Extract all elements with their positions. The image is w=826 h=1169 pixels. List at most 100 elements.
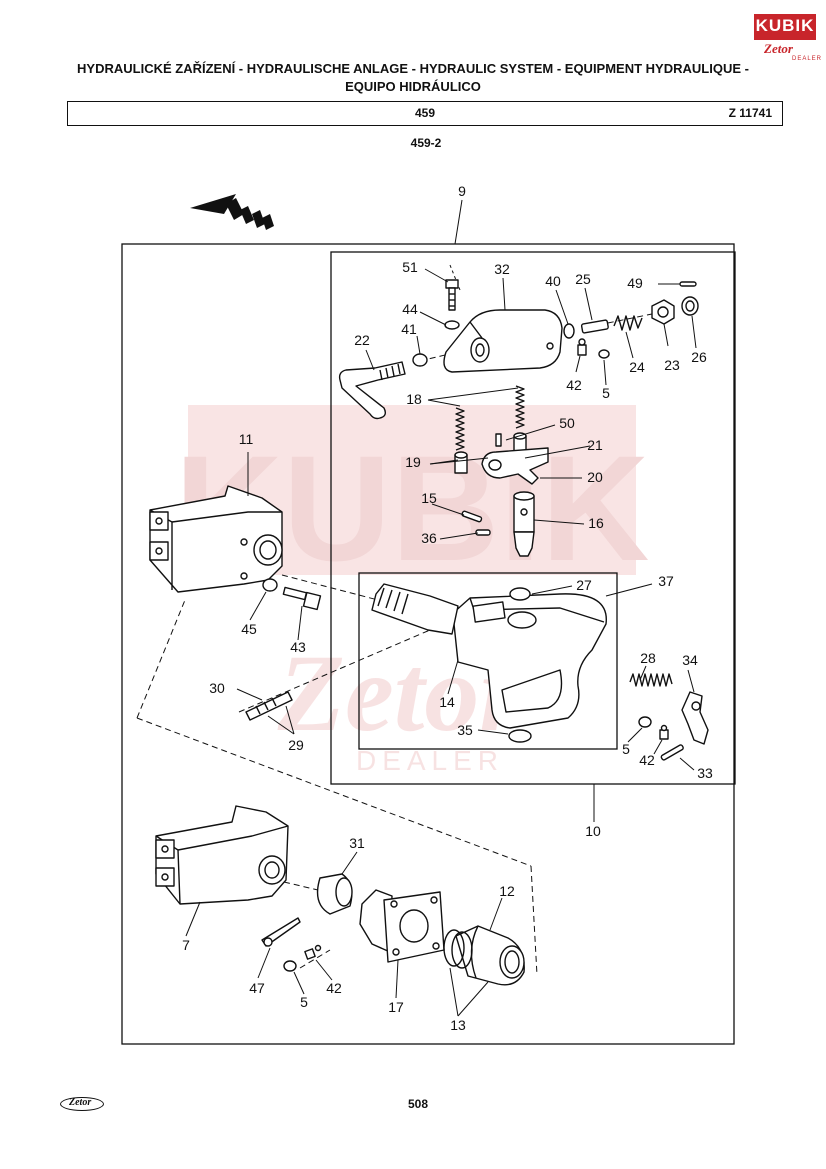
part-plug-35 <box>508 729 532 743</box>
part-pin-50 <box>495 433 502 447</box>
part-flange-17 <box>359 889 445 963</box>
kubik-zetor-logo: KUBIK Zetor DEALER <box>754 14 821 68</box>
part-label: 9 <box>458 183 466 199</box>
direction-arrow-icon <box>190 194 274 230</box>
part-washer-44 <box>444 320 460 330</box>
part-label: 10 <box>585 823 601 839</box>
part-cap-26 <box>681 296 699 316</box>
part-plug-5 <box>598 349 610 359</box>
part-label: 47 <box>249 980 265 996</box>
part-label: 11 <box>239 431 254 447</box>
title-line-1: HYDRAULICKÉ ZAŘÍZENÍ - HYDRAULISCHE ANLA… <box>77 61 749 76</box>
part-sleeve-12 <box>455 925 525 986</box>
part-label: 21 <box>587 437 603 453</box>
part-nipple-42 <box>577 338 587 356</box>
title-line-2: EQUIPO HIDRÁULICO <box>345 79 481 94</box>
part-springs-18 <box>455 385 525 451</box>
part-label: 30 <box>209 680 225 696</box>
part-label: 35 <box>457 722 473 738</box>
part-label: 20 <box>587 469 603 485</box>
part-pin-49 <box>679 281 697 287</box>
part-nipple-42-mid <box>659 724 669 740</box>
page-number: 508 <box>407 1097 429 1111</box>
part-label: 5 <box>300 994 308 1010</box>
part-oring-41 <box>412 353 428 367</box>
part-spring-28 <box>629 673 673 687</box>
zetor-footer-logo: Zetor <box>60 1097 104 1111</box>
part-plug-27 <box>509 587 531 601</box>
part-nipple-42-low <box>304 944 322 960</box>
part-label: 12 <box>499 883 515 899</box>
part-label: 51 <box>402 259 418 275</box>
part-plug-5-mid <box>638 716 652 728</box>
part-housing-14 <box>451 593 607 729</box>
part-spring-24 <box>613 315 643 331</box>
logo-dealer: DEALER <box>792 56 823 62</box>
part-label: 41 <box>401 321 417 337</box>
part-label: 32 <box>494 261 510 277</box>
part-label: 26 <box>691 349 707 365</box>
part-label: 15 <box>421 490 437 506</box>
part-plug-5-low <box>283 960 297 972</box>
assembly-frame <box>121 243 735 1045</box>
page-title: HYDRAULICKÉ ZAŘÍZENÍ - HYDRAULISCHE ANLA… <box>40 60 786 96</box>
part-bolt-51 <box>445 279 459 311</box>
part-label: 13 <box>450 1017 466 1033</box>
part-label: 7 <box>182 937 190 953</box>
part-label: 27 <box>576 577 592 593</box>
part-rings-13 <box>443 929 473 969</box>
logo-brand: Zetor <box>764 41 793 56</box>
part-lever-22 <box>338 361 406 420</box>
footer-logo-text: Zetor <box>69 1097 92 1108</box>
part-label: 31 <box>349 835 365 851</box>
part-label: 42 <box>566 377 582 393</box>
part-label: 22 <box>354 332 370 348</box>
part-pin-16 <box>475 529 491 536</box>
part-label: 29 <box>288 737 304 753</box>
valve-frame <box>330 251 736 785</box>
logo-box <box>754 14 816 40</box>
group-number: 459 <box>414 106 436 120</box>
part-bolt-43 <box>282 586 322 611</box>
part-splitpin-47 <box>261 917 301 947</box>
part-label: 49 <box>627 275 643 291</box>
part-cover-32 <box>443 309 563 373</box>
part-label: 34 <box>682 652 698 668</box>
logo-word: KUBIK <box>755 16 815 35</box>
part-pin-33 <box>660 744 684 761</box>
part-label: 17 <box>388 999 404 1015</box>
part-washer-45 <box>262 578 278 592</box>
part-label: 16 <box>588 515 604 531</box>
watermark-dealer: DEALER <box>356 745 504 776</box>
part-bracket-7 <box>155 805 289 905</box>
part-label: 37 <box>658 573 674 589</box>
part-label: 42 <box>326 980 342 996</box>
part-shaft-14 <box>371 583 459 635</box>
part-piston-36 <box>513 491 535 557</box>
part-label: 23 <box>664 357 680 373</box>
part-label: 44 <box>402 301 418 317</box>
part-label: 25 <box>575 271 591 287</box>
part-label: 28 <box>640 650 656 666</box>
part-label: 5 <box>602 385 610 401</box>
part-nut-23 <box>651 299 675 325</box>
part-label: 33 <box>697 765 713 781</box>
part-label: 5 <box>622 741 630 757</box>
part-bracket-11 <box>149 485 283 593</box>
part-pin-15 <box>461 510 483 523</box>
part-label: 14 <box>439 694 455 710</box>
part-bush-31 <box>316 873 353 915</box>
part-pin-25 <box>580 319 609 334</box>
part-label: 40 <box>545 273 561 289</box>
part-oring-40 <box>563 323 575 339</box>
part-label: 19 <box>405 454 421 470</box>
group-header-box: 459 Z 11741 <box>67 101 783 126</box>
part-pin-30 <box>245 691 293 721</box>
part-label: 24 <box>629 359 645 375</box>
part-label: 42 <box>639 752 655 768</box>
drawing-code: Z 11741 <box>728 106 772 120</box>
part-lever-34 <box>681 691 709 745</box>
part-label: 18 <box>406 391 422 407</box>
